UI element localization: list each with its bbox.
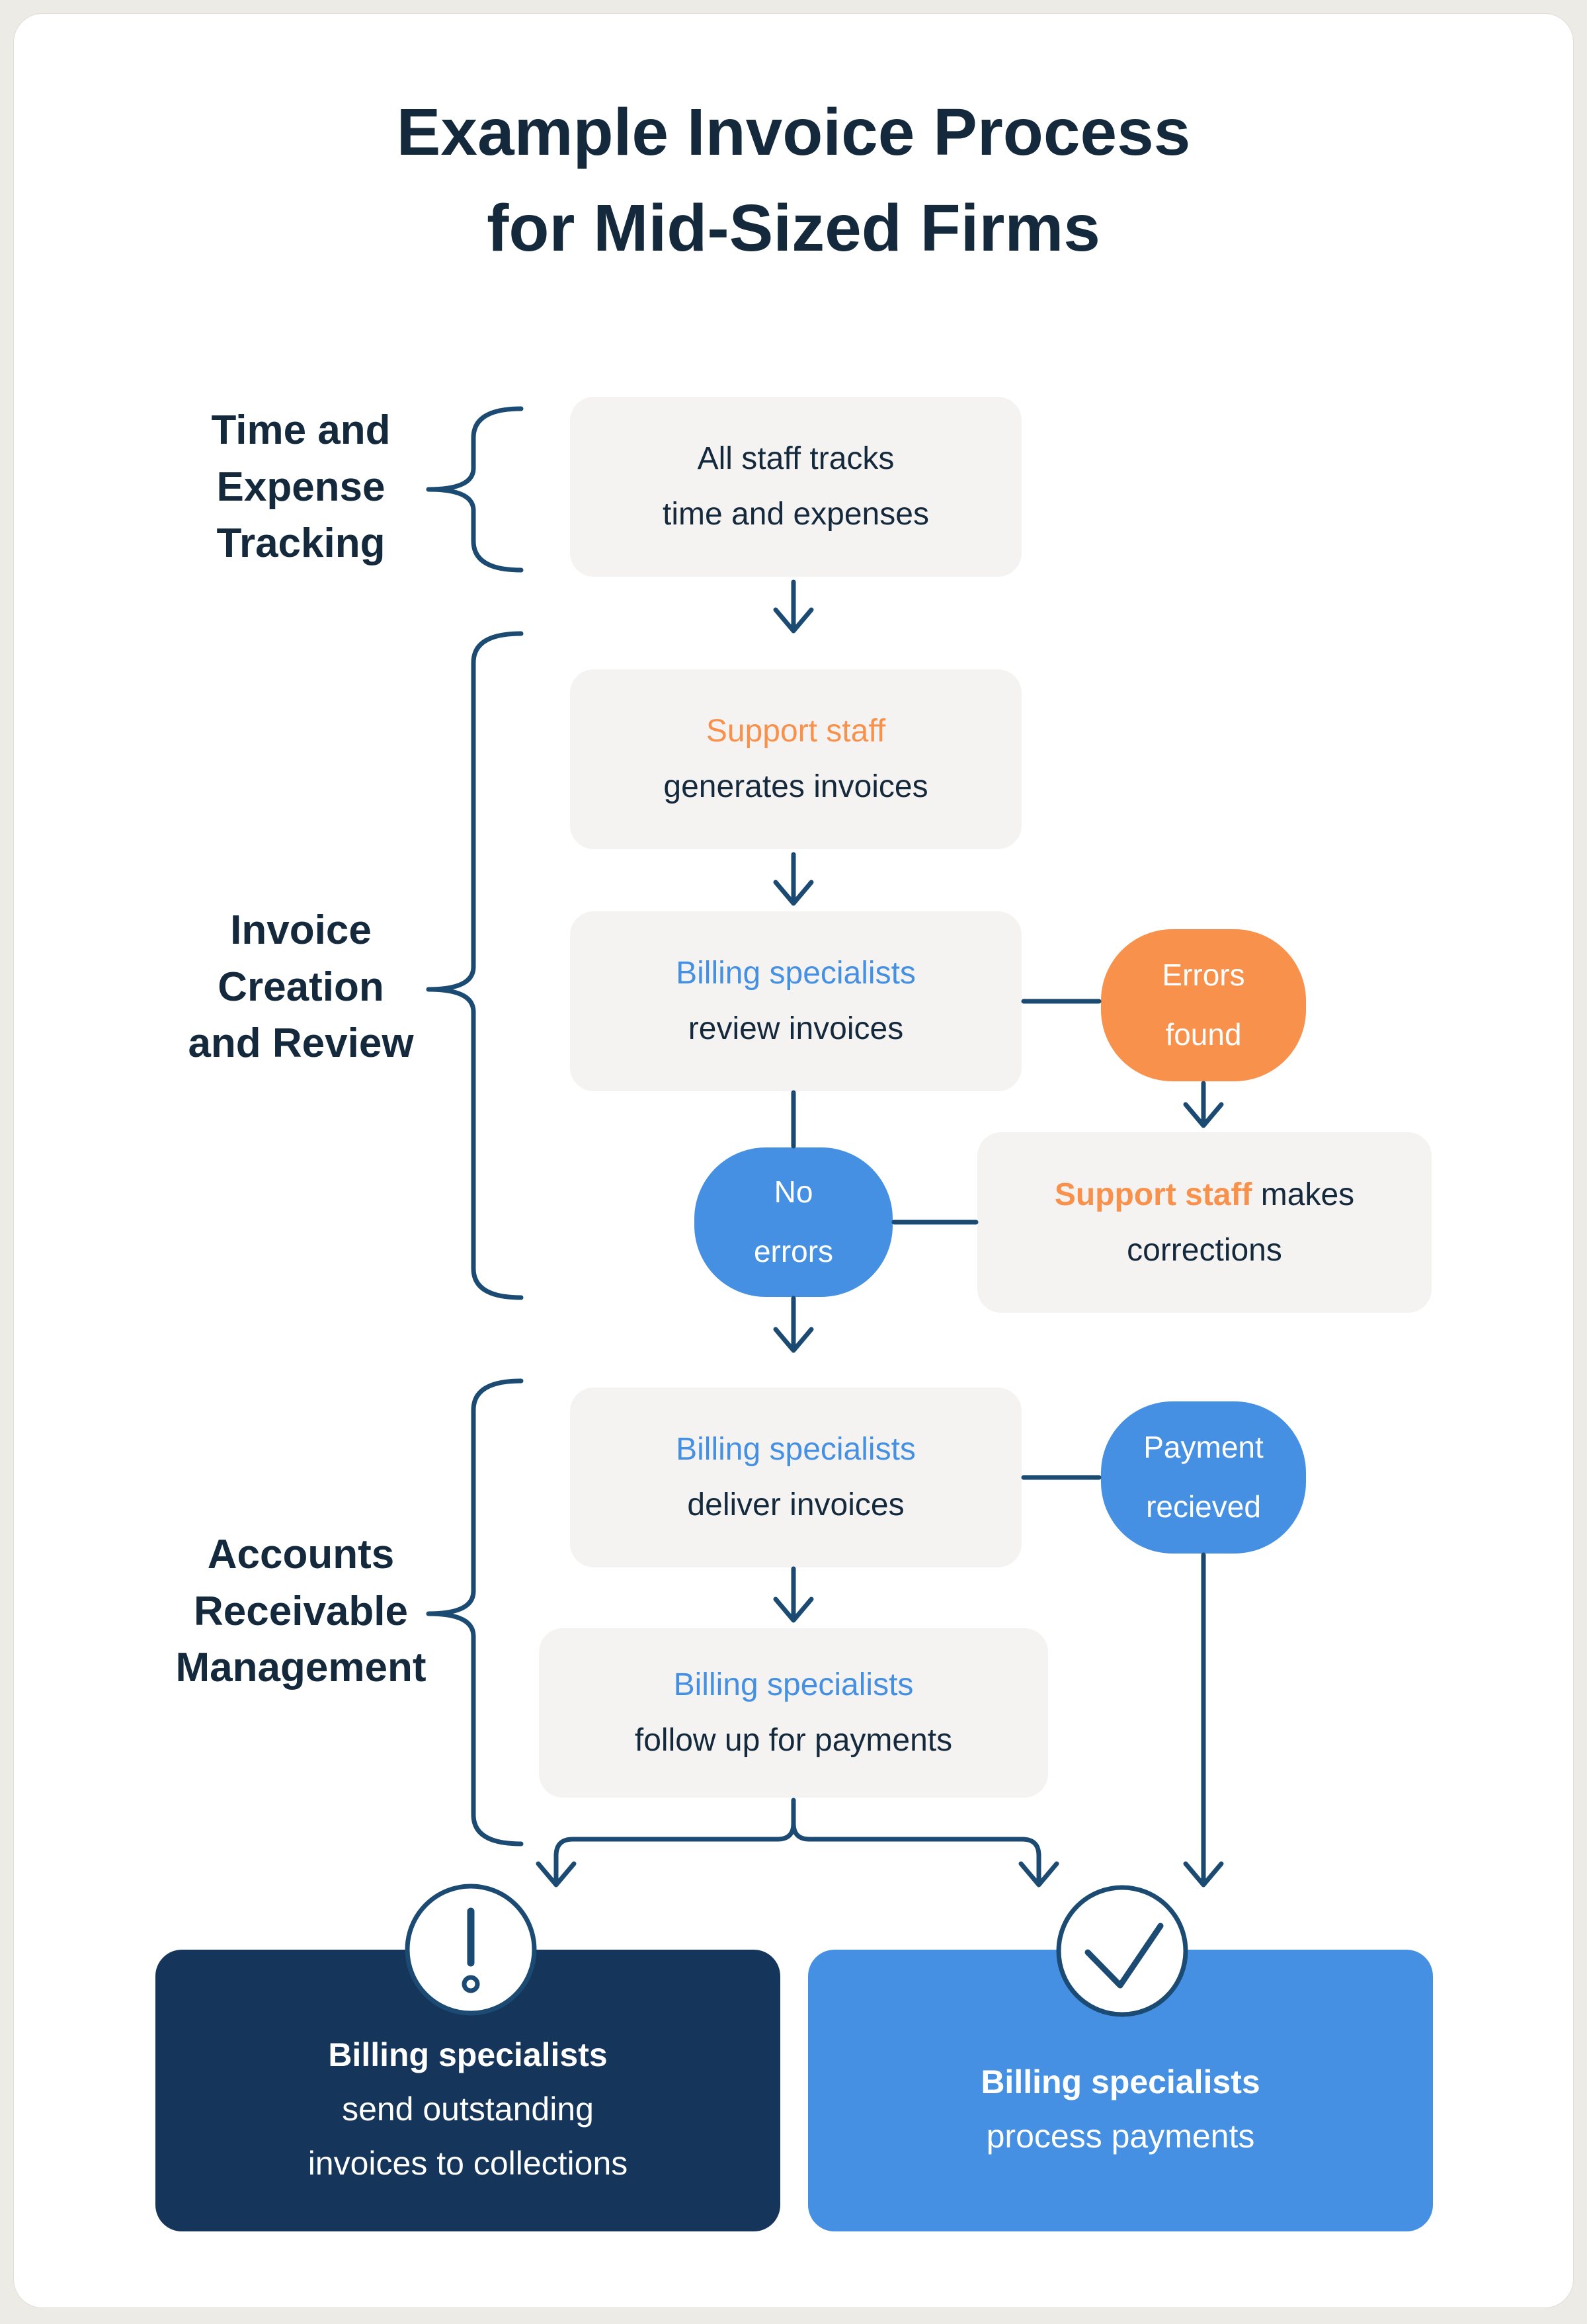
decision-payment-received: Payment recieved <box>1101 1401 1306 1554</box>
decision-errors-found: Errors found <box>1101 929 1306 1081</box>
node-generate-invoices: Support staff generates invoices <box>570 669 1022 849</box>
section-label-accounts-receivable-management: Accounts Receivable Management <box>96 1526 506 1696</box>
node-text-line: generates invoices <box>663 769 928 804</box>
node-text-line: send outstanding <box>342 2091 594 2128</box>
node-make-corrections: Support staff makes corrections <box>977 1132 1432 1313</box>
node-review-invoices: Billing specialists review invoices <box>570 911 1022 1091</box>
node-deliver-invoices: Billing specialists deliver invoices <box>570 1388 1022 1567</box>
oval-text-line: recieved <box>1146 1489 1261 1524</box>
section-label-line: Tracking <box>216 520 386 567</box>
section-label-line: Management <box>175 1645 427 1691</box>
page-title-line1: Example Invoice Process <box>396 95 1191 169</box>
node-actor-billing-specialists: Billing specialists <box>676 956 916 991</box>
node-actor-support-staff: Support staff <box>1054 1177 1252 1212</box>
section-label-invoice-creation-review: Invoice Creation and Review <box>96 902 506 1072</box>
node-text-line: corrections <box>1127 1232 1282 1268</box>
oval-text-line: errors <box>753 1234 834 1268</box>
node-text-line: process payments <box>986 2118 1255 2155</box>
node-send-to-collections: Billing specialists send outstanding inv… <box>155 1950 780 2231</box>
section-label-line: Invoice <box>230 907 372 953</box>
section-label-line: Time and <box>211 407 391 453</box>
decision-no-errors: No errors <box>694 1147 893 1297</box>
section-label-line: Accounts <box>207 1532 395 1577</box>
node-actor-billing-specialists: Billing specialists <box>676 1432 916 1467</box>
node-actor-support-staff: Support staff <box>706 714 886 749</box>
node-actor-billing-specialists: Billing specialists <box>673 1667 914 1702</box>
node-text-fragment: makes <box>1252 1177 1355 1212</box>
node-text-line: review invoices <box>688 1011 904 1046</box>
node-process-payments: Billing specialists process payments <box>808 1950 1433 2231</box>
node-actor-billing-specialists: Billing specialists <box>328 2036 608 2073</box>
page-title: Example Invoice Process for Mid-Sized Fi… <box>0 85 1587 276</box>
node-text-line: deliver invoices <box>687 1487 905 1522</box>
node-text-line: follow up for payments <box>634 1723 953 1758</box>
node-text-line: invoices to collections <box>307 2145 628 2182</box>
section-label-line: Expense <box>216 464 386 510</box>
oval-text-line: found <box>1165 1017 1242 1052</box>
oval-text-line: No <box>774 1175 813 1210</box>
node-track-time-expenses: All staff tracks time and expenses <box>570 397 1022 577</box>
section-label-line: Creation <box>218 964 384 1010</box>
node-text-line: time and expenses <box>663 497 929 532</box>
oval-text-line: Errors <box>1162 958 1245 993</box>
node-actor-billing-specialists: Billing specialists <box>981 2063 1260 2100</box>
page-title-line2: for Mid-Sized Firms <box>487 191 1100 265</box>
section-label-time-expense-tracking: Time and Expense Tracking <box>96 402 506 572</box>
section-label-line: Receivable <box>194 1588 408 1634</box>
node-text-line: All staff tracks <box>697 441 895 476</box>
oval-text-line: Payment <box>1143 1430 1264 1465</box>
node-text-line: Support staff makes <box>1055 1167 1354 1223</box>
node-follow-up-payments: Billing specialists follow up for paymen… <box>539 1628 1048 1798</box>
section-label-line: and Review <box>188 1020 414 1067</box>
